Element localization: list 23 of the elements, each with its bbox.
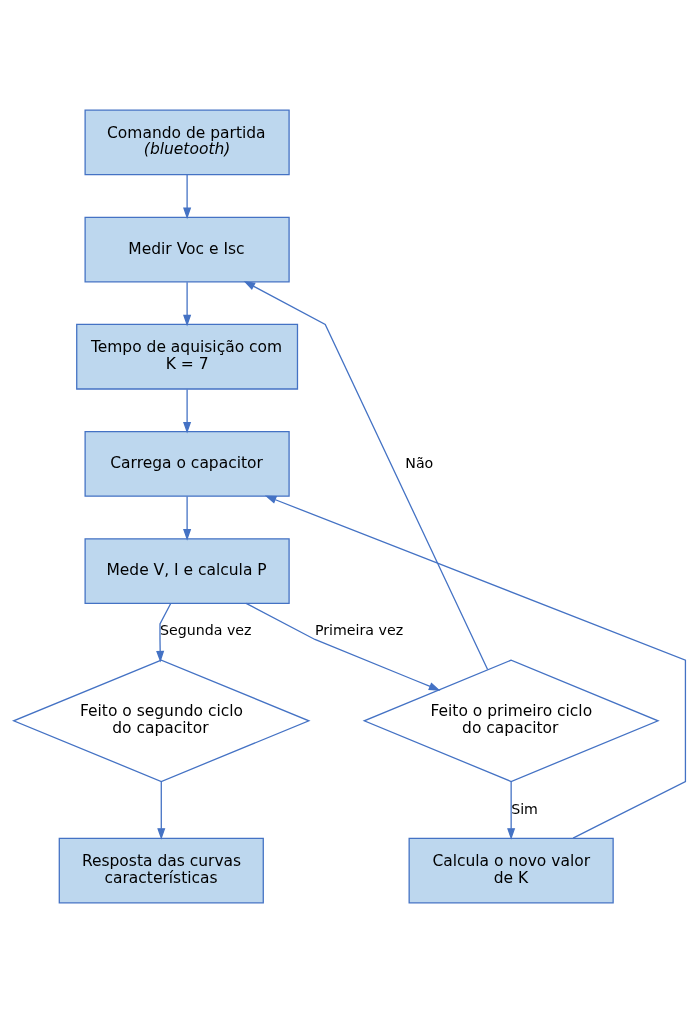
arrow — [507, 780, 516, 840]
node-box: Comando de partida (bluetooth) — [84, 109, 290, 175]
arrow — [183, 173, 192, 219]
edge-label: Primeira vez — [314, 621, 404, 638]
arrow — [245, 602, 441, 691]
node-box: Medir Voc e Isc — [84, 216, 290, 282]
node-box: Calcula o novo valor de K — [408, 837, 614, 903]
arrow — [183, 495, 192, 541]
arrow — [264, 495, 687, 839]
node-box: Mede V, I e calcula P — [84, 537, 290, 604]
node-box: Carrega o capacitor — [84, 430, 290, 497]
arrow — [157, 780, 166, 840]
arrow — [183, 388, 192, 434]
edge-label: Segunda vez — [159, 621, 252, 638]
arrow — [156, 602, 172, 662]
node-diamond: Feito o primeiro ciclo do capacitor — [362, 658, 660, 782]
edge-label: Sim — [511, 800, 538, 816]
node-box: Tempo de aquisição com K = 7 — [76, 323, 299, 390]
node-diamond: Feito o segundo ciclo do capacitor — [11, 658, 311, 782]
arrow — [183, 281, 192, 326]
node-box: Resposta das curvas características — [58, 837, 264, 903]
edge-label: Não — [405, 454, 434, 471]
arrow — [243, 280, 489, 670]
